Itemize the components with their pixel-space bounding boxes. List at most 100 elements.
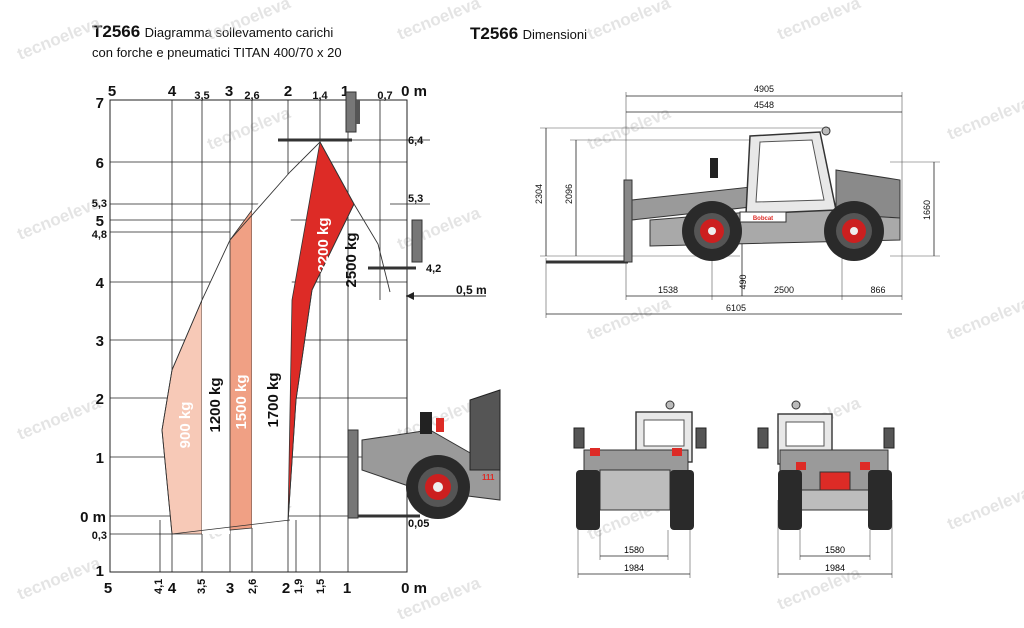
watermark-text: tecnoeleva — [584, 0, 673, 44]
top-axis: 5 4 3,5 3 2,6 2 1,4 1 0,7 0 m — [108, 83, 427, 102]
dim-wheelbase: 2500 — [774, 285, 794, 295]
left-tick-label: 2 — [96, 391, 104, 408]
left-tick-label: 1 — [96, 563, 104, 580]
load-chart-title-line1: Diagramma sollevamento carichi — [144, 25, 334, 40]
load-chart: 900 kg 1200 kg 1500 kg 1700 kg 2200 kg 2… — [80, 83, 501, 597]
dim-overall-length-1: 4905 — [754, 84, 774, 94]
watermark-text: tecnoeleva — [944, 93, 1024, 144]
svg-text:111: 111 — [482, 473, 495, 482]
load-chart-model: T2566 — [92, 22, 141, 41]
left-axis: 7 6 5,3 5 4,8 4 3 2 1 0 m 0,3 1 — [80, 95, 107, 580]
top-tick-label: 2,6 — [244, 90, 259, 102]
load-chart-header: T2566 Diagramma sollevamento carichi con… — [92, 22, 342, 63]
rear-dimension-lines — [778, 555, 892, 575]
dim-length-with-forks: 6105 — [726, 303, 746, 313]
zone-label-1200kg: 1200 kg — [207, 377, 224, 432]
rear-width-label: 1984 — [825, 563, 845, 573]
left-tick-label: 0 m — [80, 509, 106, 526]
chart-frame — [109, 99, 408, 573]
load-envelope-outline — [161, 141, 391, 535]
front-width-label: 1984 — [624, 563, 644, 573]
top-tick-label: 3,5 — [194, 90, 209, 102]
rear-view: 1580 1984 — [757, 400, 895, 578]
top-tick-label: 0,7 — [377, 90, 392, 102]
bottom-tick-label: 1,9 — [293, 579, 305, 594]
watermark-text: tecnoeleva — [204, 0, 293, 44]
watermark-text: tecnoeleva — [14, 193, 103, 244]
left-tick-label: 4 — [96, 275, 105, 292]
dimensions-model: T2566 — [470, 24, 519, 43]
watermark-text: tecnoeleva — [584, 103, 673, 154]
zone-2200kg — [287, 140, 355, 523]
fork-top — [278, 91, 360, 142]
bottom-tick-label: 4 — [168, 580, 177, 597]
dim-front-overhang: 1538 — [658, 285, 678, 295]
left-tick-label: 1 — [96, 450, 104, 467]
watermark-text: tecnoeleva — [774, 0, 863, 44]
top-tick-label: 3 — [225, 83, 233, 100]
zone-1200kg — [202, 240, 230, 534]
top-tick-label: 2 — [284, 83, 292, 100]
bottom-tick-label: 4,1 — [153, 579, 165, 594]
telehandler-side-view: Bobcat — [546, 126, 901, 264]
dimensions-header: T2566 Dimensioni — [470, 24, 587, 44]
telehandler-front-view — [573, 400, 707, 530]
watermark-text: tecnoeleva — [204, 103, 293, 154]
watermark-layer: tecnoeleva tecnoeleva tecnoeleva tecnoeleva… — [14, 0, 1024, 624]
top-tick-label: 0 m — [401, 83, 427, 100]
left-tick-label: 5,3 — [92, 198, 107, 210]
watermark-text: tecnoeleva — [14, 13, 103, 64]
telehandler-rear-view — [757, 400, 895, 530]
height-label: 0,05 — [408, 518, 429, 530]
side-dimension-labels: 4905 4548 2304 2096 1660 490 1538 2500 8… — [534, 84, 932, 313]
bottom-tick-label: 1,5 — [315, 579, 327, 594]
watermark-text: tecnoeleva — [584, 293, 673, 344]
top-tick-label: 5 — [108, 83, 116, 100]
right-labels: 6,4 5,3 4,2 0,5 m 0,05 — [408, 135, 487, 530]
dim-height-total: 2304 — [534, 184, 544, 204]
zone-label-1500kg: 1500 kg — [233, 374, 250, 429]
watermark-text: tecnoeleva — [14, 553, 103, 604]
svg-text:Bobcat: Bobcat — [753, 216, 773, 222]
top-tick-label: 4 — [168, 83, 177, 100]
fork-middle — [368, 203, 430, 270]
front-view: 1580 1984 — [573, 400, 707, 578]
watermark-text: tecnoeleva — [944, 293, 1024, 344]
bottom-tick-label: 2 — [282, 580, 290, 597]
zone-1500kg — [229, 208, 253, 531]
bottom-tick-label: 2,6 — [247, 579, 259, 594]
watermark-text: tecnoeleva — [944, 483, 1024, 534]
dim-ground-clearance: 490 — [738, 274, 748, 289]
zone-label-2500kg: 2500 kg — [343, 232, 360, 287]
dimensions-title: Dimensioni — [522, 27, 587, 42]
dim-rear-overhang: 866 — [870, 285, 885, 295]
bottom-axis: 5 4,1 4 3,5 3 2,6 2 1,9 1,5 1 0 m — [104, 579, 427, 597]
top-tick-label: 1 — [341, 83, 349, 100]
bottom-tick-label: 1 — [343, 580, 351, 597]
top-tick-label: 1,4 — [312, 90, 328, 102]
side-dimension-lines — [545, 95, 935, 315]
left-tick-label: 4,8 — [92, 229, 107, 241]
bottom-tick-label: 3 — [226, 580, 234, 597]
watermark-text: tecnoeleva — [394, 0, 483, 44]
envelope-base — [171, 519, 291, 535]
dim-height-cab: 2096 — [564, 184, 574, 204]
reach-arrow — [406, 292, 414, 300]
dim-height-front: 1660 — [922, 200, 932, 220]
height-label: 4,2 — [426, 263, 441, 275]
watermark-text: tecnoeleva — [394, 203, 483, 254]
bottom-tick-label: 0 m — [401, 580, 427, 597]
left-tick-label: 0,3 — [92, 530, 107, 542]
left-tick-label: 6 — [96, 155, 104, 172]
bottom-tick-label: 5 — [104, 580, 112, 597]
zone-label-900kg: 900 kg — [177, 402, 194, 449]
rear-track-label: 1580 — [825, 545, 845, 555]
left-tick-label: 3 — [96, 333, 104, 350]
side-view: 4905 4548 2304 2096 1660 490 1538 2500 8… — [534, 84, 940, 318]
watermark-text: tecnoeleva — [774, 563, 863, 614]
front-dimension-lines — [578, 555, 690, 575]
load-chart-title-line2: con forche e pneumatici TITAN 400/70 x 2… — [92, 45, 342, 60]
zone-1700kg — [252, 172, 292, 528]
zone-label-1700kg: 1700 kg — [265, 372, 282, 427]
